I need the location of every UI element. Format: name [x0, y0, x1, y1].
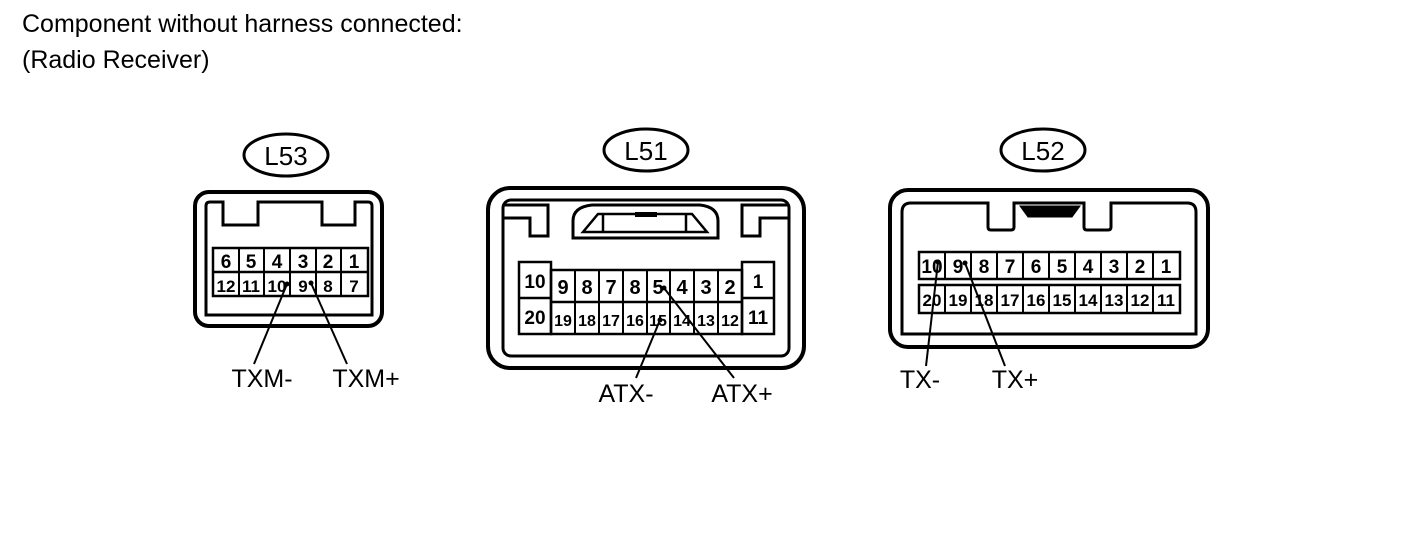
pin-label: 13: [1105, 291, 1124, 310]
connector-id-oval: [242, 132, 330, 178]
pin-label: 3: [298, 252, 309, 273]
signal-label-tx-minus: TX-: [900, 366, 940, 394]
pin-label: 18: [975, 291, 994, 310]
connector-l51: L51 10 20 9 8 7 8 5 4 3: [486, 127, 806, 408]
pin-label: 7: [349, 277, 358, 296]
pin-label: 4: [1083, 257, 1094, 278]
pin-label: 1: [349, 252, 360, 273]
connector-housing-inner: [204, 200, 374, 317]
pin-label: 17: [602, 313, 620, 330]
pin-label: 19: [554, 313, 572, 330]
pin-label: 6: [221, 252, 232, 273]
connector-housing-inner: [900, 201, 1198, 336]
pin-label: 3: [700, 277, 711, 299]
leader-line: [964, 262, 1006, 367]
pin-label: 16: [626, 313, 644, 330]
signal-label-atx-minus: ATX-: [598, 380, 653, 408]
pin-label: 13: [697, 313, 715, 330]
pin-label: 16: [1027, 291, 1046, 310]
pin-label: 12: [217, 277, 236, 296]
pin-label: 7: [605, 277, 616, 299]
connector-l53: L53 6 5 4 3 2 1 12 11 10 9 8 7 TXM: [193, 132, 400, 393]
leader-line: [663, 287, 735, 379]
pin-label: 20: [524, 308, 545, 329]
pin-label: 19: [949, 291, 968, 310]
pin-label: 1: [753, 272, 764, 293]
connector-id-label: L51: [624, 136, 667, 166]
pin-label: 5: [1057, 257, 1068, 278]
pin-label: 15: [1053, 291, 1072, 310]
pin-label: 5: [652, 277, 663, 299]
pin-label: 9: [953, 257, 964, 278]
pin-label: 14: [1079, 291, 1098, 310]
connector-l52: L52 10 9 8 7 6 5 4: [888, 127, 1210, 394]
latch-housing: [571, 203, 720, 240]
pin-label: 5: [246, 252, 257, 273]
signal-label-txm-minus: TXM-: [231, 365, 292, 393]
pin-label: 8: [581, 277, 592, 299]
header-title: Component without harness connected:: [22, 10, 463, 38]
leader-line: [310, 282, 348, 365]
pin-label: 14: [673, 313, 691, 330]
pin-label: 11: [242, 277, 260, 296]
connector-id-label: L53: [264, 141, 307, 171]
pin-label: 10: [268, 277, 287, 296]
pin-label: 2: [724, 277, 735, 299]
pin-label: 9: [557, 277, 568, 299]
pin-label: 11: [748, 308, 769, 329]
pin-label: 10: [524, 272, 545, 293]
pin-label: 9: [298, 277, 307, 296]
leader-line: [925, 261, 939, 367]
pin-label: 4: [676, 277, 688, 299]
leader-line: [635, 319, 661, 379]
signal-label-atx-plus: ATX+: [711, 380, 772, 408]
connector-id-oval: [999, 127, 1087, 173]
diagram-header: Component without harness connected: (Ra…: [22, 6, 463, 78]
signal-label-tx-plus: TX+: [992, 366, 1039, 394]
pin-label: 6: [1031, 257, 1042, 278]
connector-housing-outer: [486, 186, 806, 370]
pin-label: 20: [923, 291, 942, 310]
pin-label: 3: [1109, 257, 1120, 278]
pin-label: 18: [578, 313, 596, 330]
pin-label: 11: [1157, 291, 1175, 310]
pin-label: 8: [629, 277, 640, 299]
connector-housing-outer: [193, 190, 384, 328]
pin-label: 2: [1135, 257, 1146, 278]
connector-housing-outer: [888, 188, 1210, 349]
pin-label: 12: [1131, 291, 1150, 310]
pin-label: 1: [1161, 257, 1172, 278]
pin-label: 12: [721, 313, 739, 330]
header-subtitle: (Radio Receiver): [22, 46, 210, 74]
connector-id-label: L52: [1021, 136, 1064, 166]
signal-label-txm-plus: TXM+: [332, 365, 399, 393]
pin-label: 8: [323, 277, 332, 296]
pin-label: 2: [323, 252, 334, 273]
pin-label: 7: [1005, 257, 1016, 278]
leader-line: [253, 283, 288, 365]
pin-label: 4: [272, 252, 283, 273]
pin-label: 8: [979, 257, 990, 278]
pin-label: 17: [1001, 291, 1020, 310]
connector-id-oval: [602, 127, 690, 173]
